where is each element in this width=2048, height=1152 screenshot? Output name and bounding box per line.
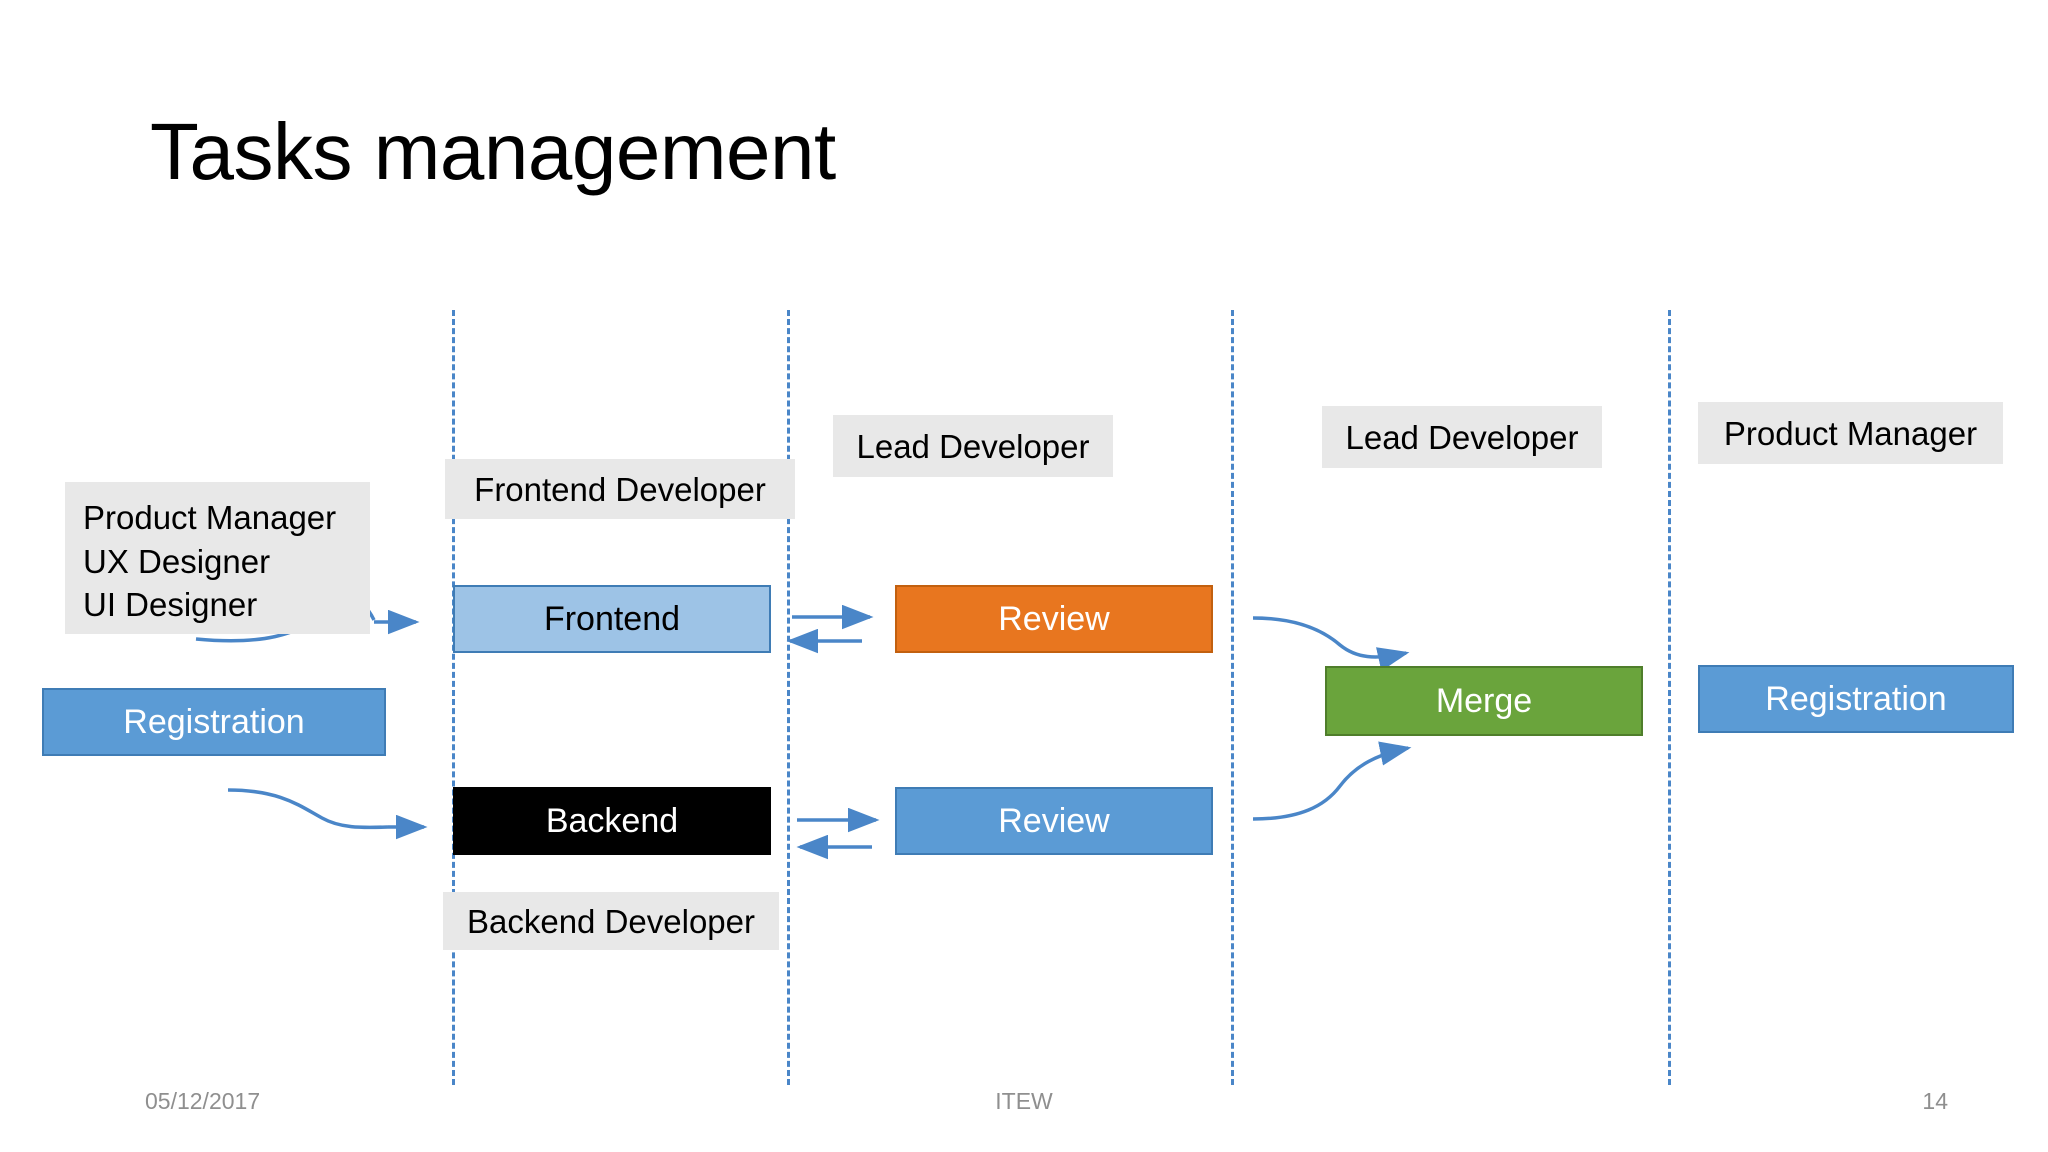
- lane-divider-1: [452, 310, 455, 1085]
- role-label-product-manager-right: Product Manager: [1698, 402, 2003, 464]
- role-label-left-group: Product Manager UX Designer UI Designer: [65, 482, 370, 634]
- role-label-lead-developer-merge: Lead Developer: [1322, 406, 1602, 468]
- role-line-ui-designer: UI Designer: [83, 586, 258, 624]
- connector-registration-to-backend-curve: [227, 788, 389, 830]
- role-line-product-manager: Product Manager: [83, 499, 337, 536]
- role-label-lead-developer-review: Lead Developer: [833, 415, 1113, 477]
- lane-divider-3: [1231, 310, 1234, 1085]
- role-label-backend-developer: Backend Developer: [443, 892, 779, 950]
- task-registration-done[interactable]: Registration: [1698, 665, 2014, 733]
- page-title: Tasks management: [150, 107, 836, 196]
- task-merge[interactable]: Merge: [1325, 666, 1643, 736]
- connector-review-frontend-to-merge: [1252, 616, 1410, 672]
- lane-divider-4: [1668, 310, 1671, 1085]
- task-review-backend[interactable]: Review: [895, 787, 1213, 855]
- lane-divider-2: [787, 310, 790, 1085]
- connector-review-backend-to-merge: [1252, 741, 1412, 821]
- task-frontend[interactable]: Frontend: [453, 585, 771, 653]
- footer-page-number: 14: [1922, 1088, 1948, 1114]
- role-label-frontend-developer: Frontend Developer: [445, 459, 795, 519]
- task-review-frontend[interactable]: Review: [895, 585, 1213, 653]
- role-line-ux-designer: UX Designer: [83, 542, 271, 580]
- task-registration-start[interactable]: Registration: [42, 688, 386, 756]
- footer-center-label: ITEW: [995, 1088, 1053, 1114]
- task-backend[interactable]: Backend: [453, 787, 771, 855]
- footer-date: 05/12/2017: [145, 1088, 261, 1114]
